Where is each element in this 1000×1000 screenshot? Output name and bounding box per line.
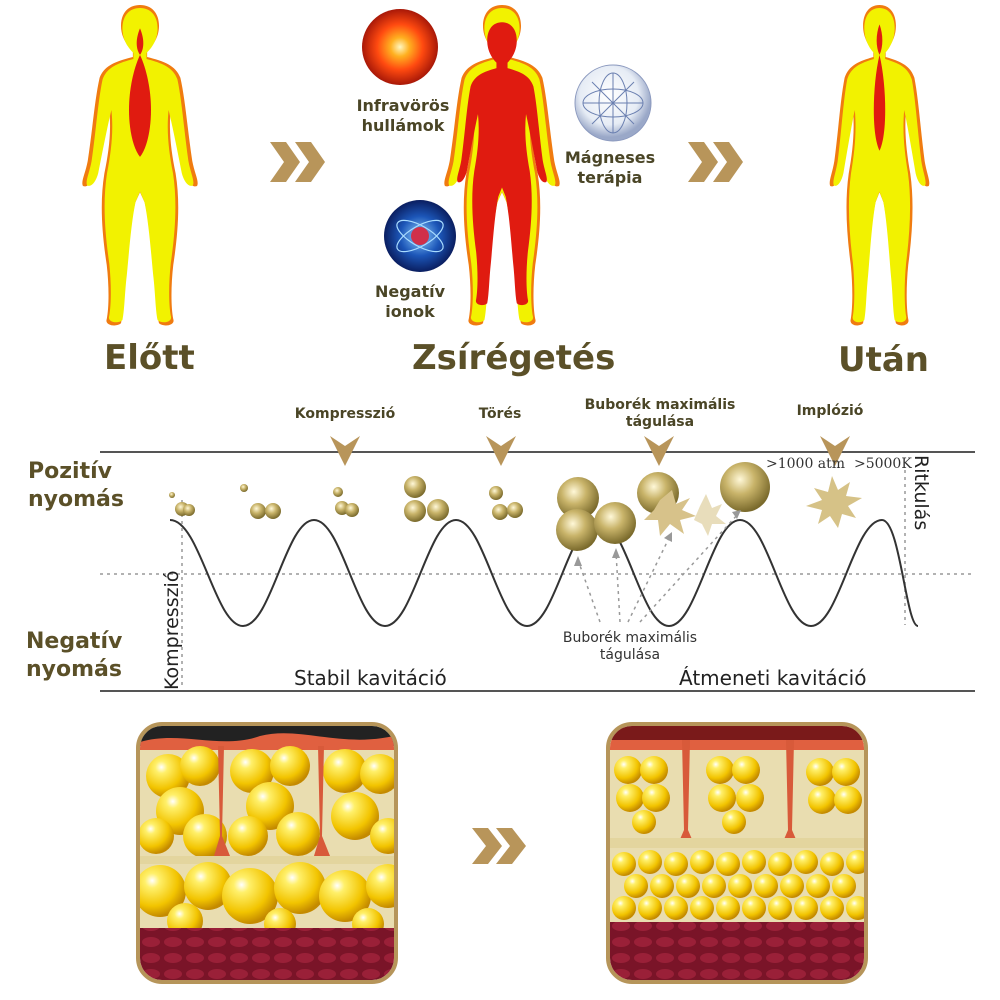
bubble-group-2 (240, 484, 281, 519)
down-arrow-icons (330, 436, 850, 466)
compression-vertical-label: Kompresszió (161, 570, 183, 690)
stage-before-title: Előtt (104, 338, 195, 378)
chevron-arrow-icon-1 (270, 142, 325, 182)
chevron-arrow-icon-3 (472, 828, 526, 864)
chevron-arrow-icon-2 (688, 142, 743, 182)
cavitation-diagram (100, 436, 975, 692)
stage-burning-title: Zsírégetés (412, 338, 616, 378)
negative-ions-sphere-icon (384, 200, 456, 272)
fat-tissue-before-panel (136, 722, 398, 984)
body-after (829, 4, 930, 326)
rarefaction-vertical-label: Ritkulás (910, 455, 932, 531)
negative-ions-label: Negatív ionok (374, 282, 446, 321)
bubble-group-6 (556, 477, 636, 551)
label-break: Törés (478, 406, 522, 422)
stage-after-title: Után (838, 340, 930, 380)
pressure-wave (169, 518, 919, 628)
label-implosion: Implózió (796, 403, 864, 419)
fat-tissue-before-illustration (140, 726, 394, 980)
body-silhouettes (82, 4, 930, 326)
dotted-arrows (577, 513, 739, 623)
label-compression: Kompresszió (294, 406, 396, 422)
body-before (82, 4, 198, 326)
implosion-star (806, 476, 862, 528)
label-bubble-max-bottom: Buborék maximális tágulása (562, 630, 698, 663)
infrared-sphere-icon (362, 9, 438, 85)
bubble-group-7 (637, 472, 726, 536)
transient-cavitation-label: Átmeneti kavitáció (679, 666, 867, 690)
extreme-conditions-text: >1000 atm >5000K (766, 456, 912, 472)
positive-pressure-label: Pozitív nyomás (28, 459, 124, 512)
infrared-label: Infravörös hullámok (356, 96, 450, 135)
stable-cavitation-label: Stabil kavitáció (294, 666, 447, 690)
bubble-group-3 (333, 487, 359, 517)
fat-tissue-after-illustration (610, 726, 864, 980)
body-burning (444, 4, 560, 326)
bubble-group-8 (720, 462, 770, 512)
bubble-group-5 (489, 486, 523, 520)
magnetic-label: Mágneses terápia (564, 148, 656, 187)
bubble-group-4 (404, 476, 449, 522)
label-bubble-max-top: Buborék maximális tágulása (584, 397, 736, 430)
bubble-group-1 (169, 492, 195, 516)
magnetic-sphere-icon (574, 64, 652, 142)
fat-tissue-after-panel (606, 722, 868, 984)
negative-pressure-label: Negatív nyomás (26, 629, 123, 682)
